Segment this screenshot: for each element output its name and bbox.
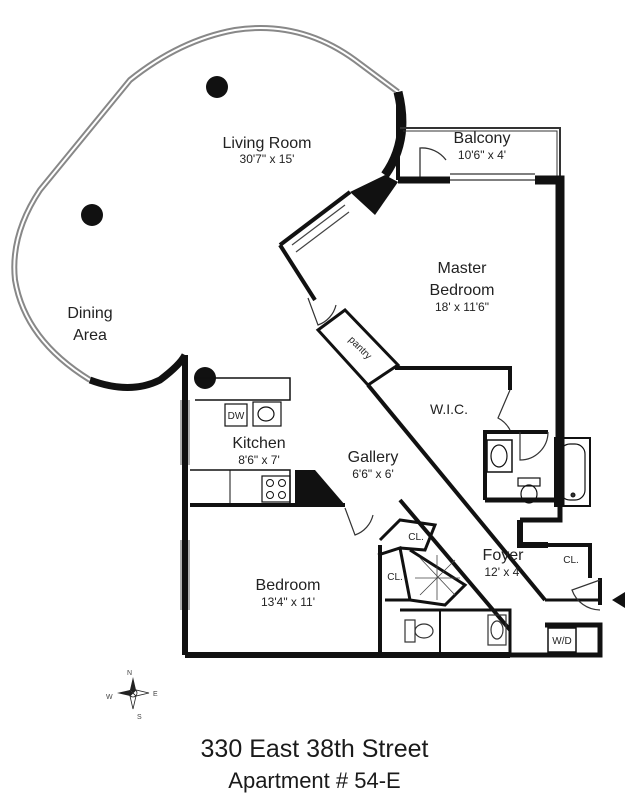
gallery-dims: 6'6" x 6' bbox=[352, 467, 394, 481]
master-bedroom-label-2: Bedroom bbox=[430, 282, 495, 299]
balcony-label: Balcony bbox=[454, 130, 511, 147]
living-room-label: Living Room bbox=[223, 135, 312, 152]
column bbox=[81, 204, 103, 226]
master-bedroom-label-1: Master bbox=[438, 260, 488, 277]
dishwasher-label: DW bbox=[228, 411, 245, 422]
foyer-walls bbox=[510, 520, 603, 658]
master-bath bbox=[485, 430, 591, 523]
dining-area-label-2: Area bbox=[73, 327, 107, 344]
address-street: 330 East 38th Street bbox=[200, 735, 429, 763]
svg-text:W: W bbox=[106, 694, 113, 701]
washer-dryer-label: W/D bbox=[552, 636, 571, 647]
master-bedroom-dims: 18' x 11'6" bbox=[435, 300, 489, 314]
kitchen-walls bbox=[182, 355, 291, 655]
svg-text:N: N bbox=[127, 670, 132, 677]
door-swing bbox=[419, 147, 447, 178]
door-swing bbox=[344, 507, 374, 536]
compass-rose-icon: N E S W bbox=[106, 670, 158, 720]
sliding-door bbox=[450, 173, 535, 181]
closet-label: CL. bbox=[563, 555, 579, 566]
structural-wall bbox=[295, 470, 345, 505]
entry-arrow-icon bbox=[612, 592, 625, 608]
bedroom-dims: 13'4" x 11' bbox=[261, 595, 315, 609]
structural-wall bbox=[350, 175, 398, 215]
bedroom-walls bbox=[185, 545, 510, 658]
dining-area-label-1: Dining bbox=[67, 305, 112, 322]
pantry-label: pantry bbox=[346, 335, 373, 362]
wic-label: W.I.C. bbox=[430, 401, 468, 417]
window bbox=[291, 204, 350, 253]
closet-label: CL. bbox=[387, 572, 403, 583]
door-swing bbox=[497, 389, 511, 431]
window bbox=[180, 400, 190, 465]
balcony-dims: 10'6" x 4' bbox=[458, 148, 506, 162]
closet-label: CL. bbox=[408, 532, 424, 543]
master-bedroom-walls bbox=[278, 92, 565, 505]
floor-plan: Living Room 30'7" x 15' Balcony 10'6" x … bbox=[11, 25, 625, 720]
kitchen-dims: 8'6" x 7' bbox=[238, 453, 280, 467]
bedroom-label: Bedroom bbox=[256, 577, 321, 594]
svg-text:S: S bbox=[137, 714, 142, 720]
hall-bath-fixtures bbox=[404, 614, 507, 646]
address-apartment: Apartment # 54-E bbox=[228, 768, 401, 793]
door-swing bbox=[571, 579, 601, 611]
gallery-label: Gallery bbox=[348, 449, 399, 466]
shower bbox=[415, 555, 460, 600]
svg-text:E: E bbox=[153, 691, 158, 698]
window bbox=[180, 540, 190, 610]
column bbox=[206, 76, 228, 98]
balcony-walls bbox=[400, 127, 561, 178]
closet-walls bbox=[377, 518, 512, 655]
foyer-dims: 12' x 4' bbox=[484, 565, 521, 579]
wic-walls bbox=[395, 366, 512, 500]
kitchen-label: Kitchen bbox=[232, 435, 285, 452]
door-swing bbox=[519, 431, 549, 461]
foyer-label: Foyer bbox=[483, 547, 525, 564]
pantry-walls bbox=[315, 308, 401, 387]
living-room-dims: 30'7" x 15' bbox=[240, 152, 295, 166]
living-dining-walls bbox=[11, 25, 407, 391]
door-swing bbox=[307, 297, 337, 326]
